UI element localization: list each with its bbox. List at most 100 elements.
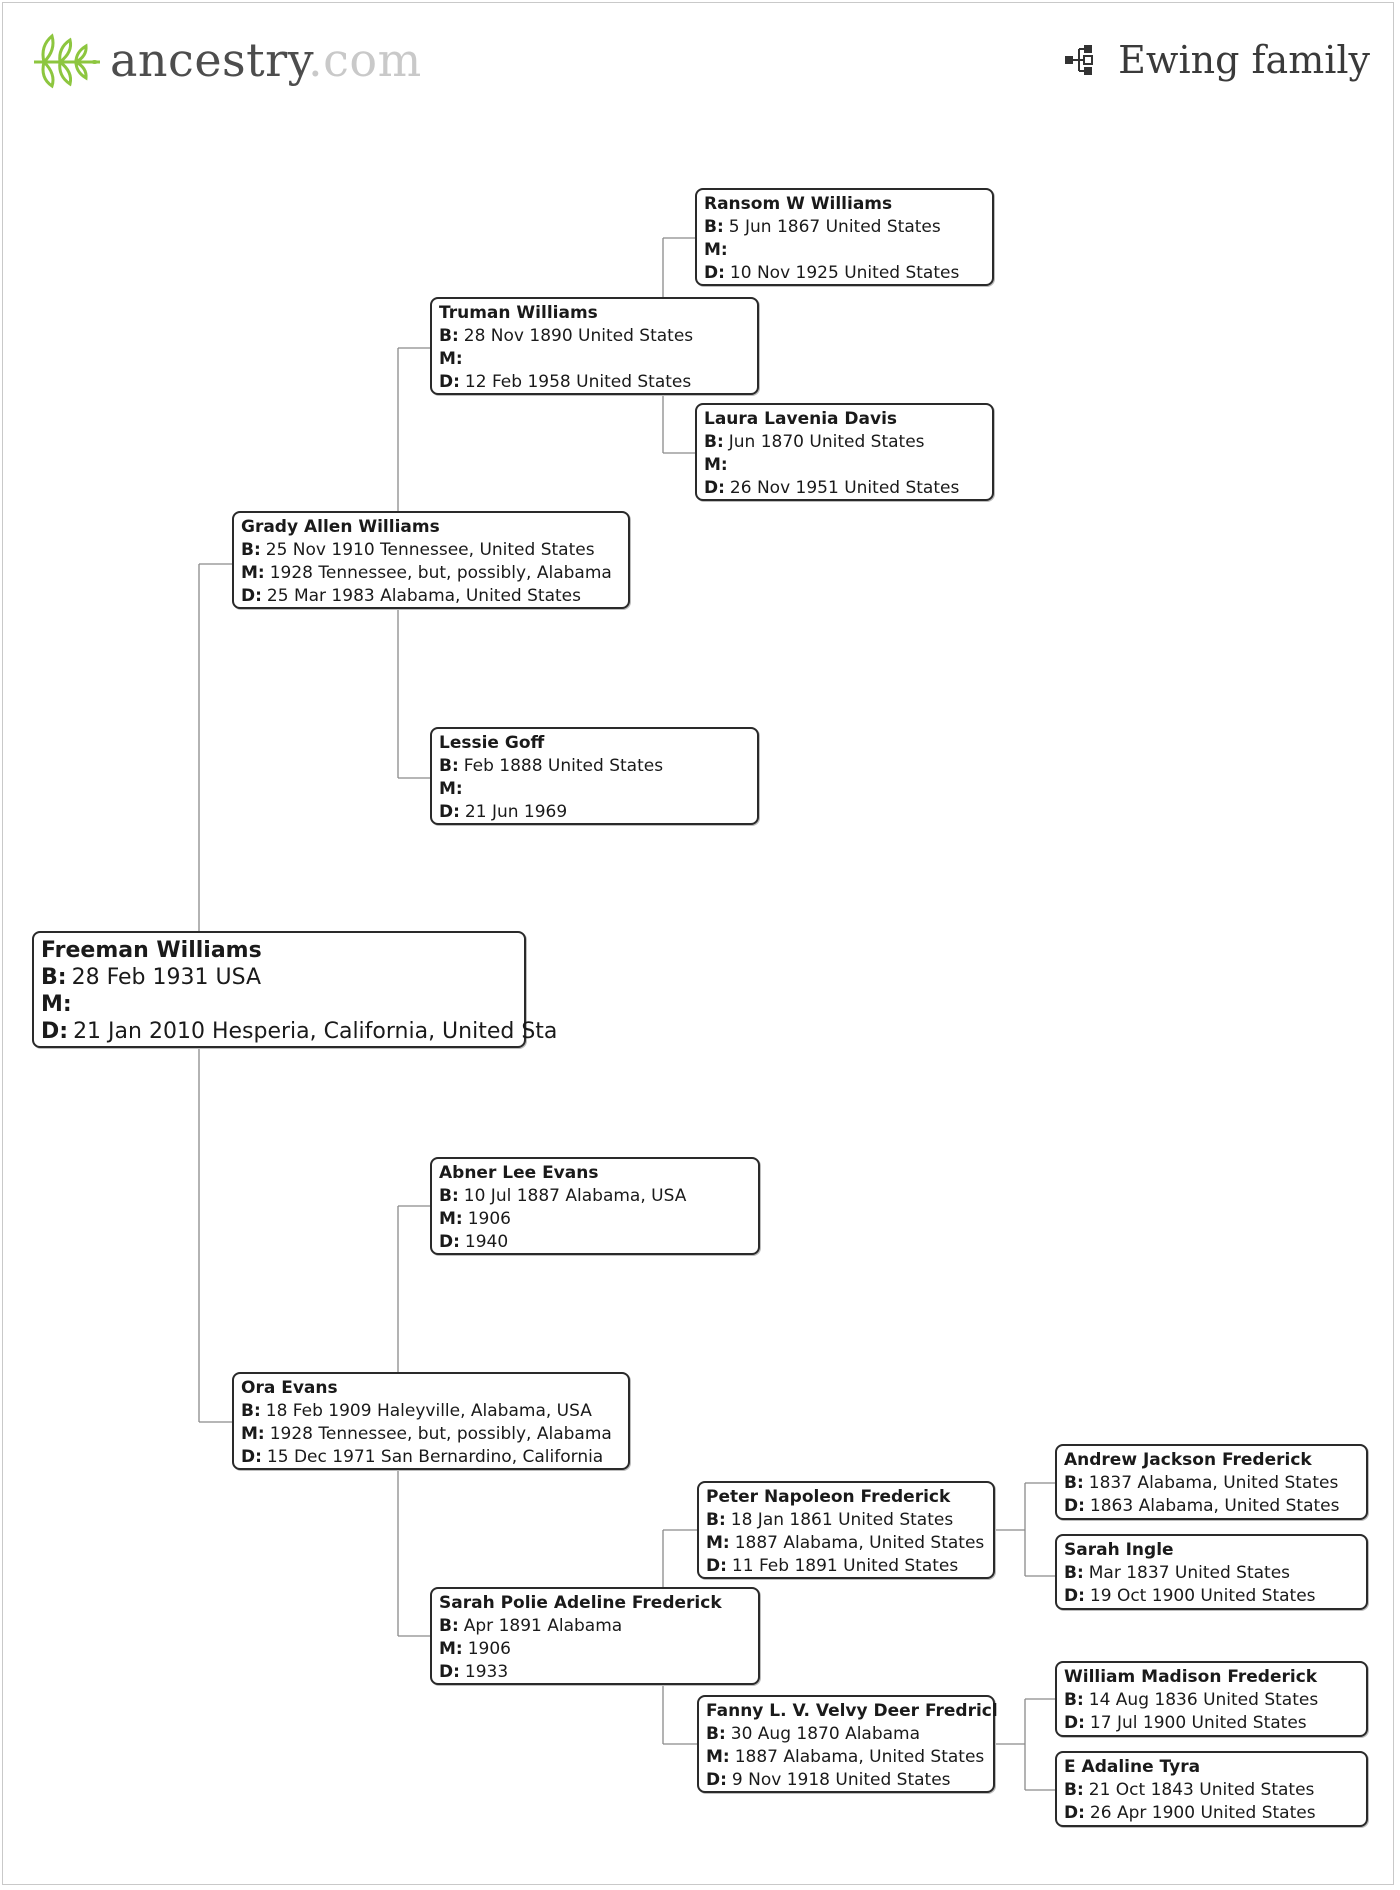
- person-name: E Adaline Tyra: [1064, 1757, 1201, 1777]
- person-card-grady-allen-williams[interactable]: Grady Allen Williams B:25 Nov 1910 Tenne…: [232, 511, 630, 609]
- person-name: Ransom W Williams: [704, 194, 893, 214]
- birth-value: 28 Feb 1931 USA: [71, 965, 262, 990]
- person-card-peter-napoleon-frederick[interactable]: Peter Napoleon Frederick B:18 Jan 1861 U…: [697, 1481, 995, 1579]
- marriage-value: 1887 Alabama, United States: [734, 1533, 985, 1553]
- marriage-label: M:: [439, 1639, 463, 1659]
- birth-value: Jun 1870 United States: [728, 432, 925, 452]
- person-card-abner-lee-evans[interactable]: Abner Lee Evans B:10 Jul 1887 Alabama, U…: [430, 1157, 760, 1255]
- logo-wordmark: ancestry.com: [110, 37, 422, 83]
- person-name: Abner Lee Evans: [439, 1163, 599, 1183]
- birth-label: B:: [439, 326, 459, 346]
- person-name: Grady Allen Williams: [241, 517, 440, 537]
- marriage-label: M:: [241, 1424, 265, 1444]
- birth-label: B:: [241, 540, 261, 560]
- birth-value: 18 Feb 1909 Haleyville, Alabama, USA: [265, 1401, 592, 1421]
- ancestry-logo[interactable]: ancestry.com: [30, 30, 422, 90]
- person-card-e-adaline-tyra[interactable]: E Adaline Tyra B:21 Oct 1843 United Stat…: [1055, 1751, 1368, 1827]
- birth-label: B:: [706, 1510, 726, 1530]
- person-card-william-madison-frederick[interactable]: William Madison Frederick B:14 Aug 1836 …: [1055, 1661, 1368, 1737]
- marriage-label: M:: [41, 992, 72, 1017]
- marriage-value: 1928 Tennessee, but, possibly, Alabama: [269, 563, 612, 583]
- birth-label: B:: [1064, 1473, 1084, 1493]
- death-value: 26 Nov 1951 United States: [729, 478, 960, 498]
- death-label: D:: [439, 372, 460, 392]
- birth-label: B:: [1064, 1563, 1084, 1583]
- person-name: Sarah Ingle: [1064, 1540, 1174, 1560]
- person-card-laura-lavenia-davis[interactable]: Laura Lavenia Davis B:Jun 1870 United St…: [695, 403, 994, 501]
- death-label: D:: [1064, 1803, 1085, 1823]
- person-card-andrew-jackson-frederick[interactable]: Andrew Jackson Frederick B:1837 Alabama,…: [1055, 1444, 1368, 1520]
- person-card-fanny-velvy-deer-fredrick[interactable]: Fanny L. V. Velvy Deer Fredricl B:30 Aug…: [697, 1695, 998, 1793]
- death-label: D:: [704, 478, 725, 498]
- marriage-label: M:: [439, 1209, 463, 1229]
- birth-value: 10 Jul 1887 Alabama, USA: [463, 1186, 687, 1206]
- person-name: Andrew Jackson Frederick: [1064, 1450, 1312, 1470]
- death-label: D:: [1064, 1586, 1085, 1606]
- birth-label: B:: [241, 1401, 261, 1421]
- person-name: Peter Napoleon Frederick: [706, 1487, 951, 1507]
- birth-value: 5 Jun 1867 United States: [728, 217, 941, 237]
- birth-value: 1837 Alabama, United States: [1088, 1473, 1339, 1493]
- person-name: Freeman Williams: [41, 938, 262, 963]
- marriage-label: M:: [706, 1533, 730, 1553]
- birth-label: B:: [41, 965, 67, 990]
- person-name: Truman Williams: [439, 303, 598, 323]
- death-value: 11 Feb 1891 United States: [731, 1556, 959, 1576]
- marriage-label: M:: [704, 455, 728, 475]
- family-tree-icon: [1065, 45, 1094, 75]
- death-value: 9 Nov 1918 United States: [731, 1770, 951, 1790]
- person-name: Sarah Polie Adeline Frederick: [439, 1593, 722, 1613]
- marriage-value: 1906: [467, 1639, 511, 1659]
- birth-value: 21 Oct 1843 United States: [1088, 1780, 1315, 1800]
- marriage-value: 1906: [467, 1209, 511, 1229]
- death-label: D:: [704, 263, 725, 283]
- birth-value: 25 Nov 1910 Tennessee, United States: [265, 540, 595, 560]
- death-label: D:: [439, 802, 460, 822]
- death-label: D:: [1064, 1496, 1085, 1516]
- logo-brand: ancestry: [110, 33, 308, 87]
- death-value: 19 Oct 1900 United States: [1089, 1586, 1316, 1606]
- marriage-value: 1887 Alabama, United States: [734, 1747, 985, 1767]
- person-name: Ora Evans: [241, 1378, 338, 1398]
- death-label: D:: [1064, 1713, 1085, 1733]
- marriage-label: M:: [439, 779, 463, 799]
- birth-label: B:: [706, 1724, 726, 1744]
- tree-title-text: Ewing family: [1118, 38, 1370, 82]
- death-label: D:: [241, 1447, 262, 1467]
- death-label: D:: [706, 1770, 727, 1790]
- person-name: William Madison Frederick: [1064, 1667, 1318, 1687]
- death-label: D:: [439, 1232, 460, 1252]
- person-card-ransom-w-williams[interactable]: Ransom W Williams B:5 Jun 1867 United St…: [695, 188, 994, 286]
- birth-value: Apr 1891 Alabama: [463, 1616, 623, 1636]
- marriage-label: M:: [241, 563, 265, 583]
- person-card-lessie-goff[interactable]: Lessie Goff B:Feb 1888 United States M: …: [430, 727, 759, 825]
- logo-tld: .com: [308, 33, 422, 87]
- person-card-sarah-ingle[interactable]: Sarah Ingle B:Mar 1837 United States D:1…: [1055, 1534, 1368, 1610]
- birth-value: Feb 1888 United States: [463, 756, 664, 776]
- birth-value: 28 Nov 1890 United States: [463, 326, 694, 346]
- death-label: D:: [41, 1019, 69, 1044]
- death-value: 1863 Alabama, United States: [1089, 1496, 1340, 1516]
- person-name: Lessie Goff: [439, 733, 545, 753]
- person-card-truman-williams[interactable]: Truman Williams B:28 Nov 1890 United Sta…: [430, 297, 759, 395]
- person-name: Fanny L. V. Velvy Deer Fredricl: [706, 1701, 998, 1721]
- person-card-ora-evans[interactable]: Ora Evans B:18 Feb 1909 Haleyville, Alab…: [232, 1372, 630, 1470]
- death-label: D:: [241, 586, 262, 606]
- death-value: 21 Jan 2010 Hesperia, California, United…: [73, 1019, 558, 1044]
- person-card-sarah-polie-adeline-frederick[interactable]: Sarah Polie Adeline Frederick B:Apr 1891…: [430, 1587, 760, 1685]
- death-label: D:: [439, 1662, 460, 1682]
- leaf-icon: [34, 33, 100, 89]
- death-value: 1933: [464, 1662, 509, 1682]
- marriage-value: 1928 Tennessee, but, possibly, Alabama: [269, 1424, 612, 1444]
- birth-label: B:: [439, 1616, 459, 1636]
- person-card-freeman-williams[interactable]: Freeman Williams B:28 Feb 1931 USA M: D:…: [32, 931, 557, 1048]
- birth-value: 14 Aug 1836 United States: [1088, 1690, 1319, 1710]
- death-value: 15 Dec 1971 San Bernardino, California: [266, 1447, 604, 1467]
- birth-label: B:: [439, 756, 459, 776]
- birth-label: B:: [1064, 1690, 1084, 1710]
- death-label: D:: [706, 1556, 727, 1576]
- birth-label: B:: [1064, 1780, 1084, 1800]
- tree-title: Ewing family: [1064, 30, 1370, 90]
- birth-value: 18 Jan 1861 United States: [730, 1510, 954, 1530]
